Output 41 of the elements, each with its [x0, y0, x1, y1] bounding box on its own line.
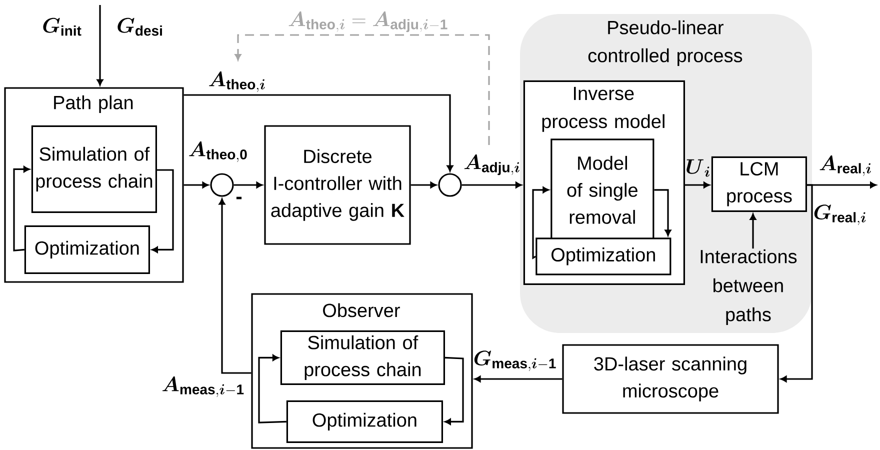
optimization-box: Optimization — [24, 225, 150, 274]
signal-label: $\boldsymbol{G}_{\mathbf{init}}$ — [43, 18, 82, 36]
edge-label: $\boldsymbol{G}_{\mathbf{meas},\boldsymbol{i}-\mathbf{1}}$ — [474, 350, 556, 372]
arrow — [184, 94, 454, 172]
signal-label: $\boldsymbol{G}_{\mathbf{desi}}$ — [118, 18, 162, 36]
summing-junction — [438, 173, 462, 197]
optimization-box: Optimization — [286, 400, 443, 443]
arrow — [462, 182, 522, 188]
signal-label: $\boldsymbol{G}_{\mathbf{real},\boldsymbol{i}}$ — [814, 204, 866, 226]
lcm-box: LCM process — [711, 156, 807, 212]
arrow — [152, 169, 174, 253]
edge-label: $\boldsymbol{A}_{\mathbf{theo},\boldsymbol{i}}$ — [209, 71, 265, 92]
arrow — [654, 189, 672, 236]
arrow — [234, 182, 262, 188]
edge-label: $\boldsymbol{A}_{\mathbf{adju},\boldsymbol{i}}$ — [464, 154, 520, 176]
simulation-box: Simulation of process chain — [280, 330, 445, 385]
simulation-box: Simulation of process chain — [31, 125, 157, 213]
summing-junction — [210, 173, 234, 197]
minus-sign: - — [236, 196, 242, 200]
microscope-box: 3D-laser scanning microscope — [562, 344, 779, 414]
arrow — [184, 182, 208, 188]
edge-label: $\boldsymbol{U}_{\boldsymbol{i}}$ — [686, 159, 710, 177]
edge-label: $\boldsymbol{A}_{\mathbf{theo},\boldsymbol{i}} = \boldsymbol{A}_{\mathbf{adju},\boldsymbol{i}-\mathbf{1}}$ — [286, 10, 450, 34]
edge-label: $\boldsymbol{A}_{\mathbf{meas},\boldsymbol{i}-\mathbf{1}}$ — [162, 376, 244, 398]
arrow — [474, 376, 562, 382]
edge-label: $\boldsymbol{A}_{\mathbf{theo},\mathbf{0}}$ — [189, 141, 247, 162]
arrow — [532, 186, 549, 260]
arrow — [258, 354, 286, 424]
edge-label: $\boldsymbol{A}_{\mathbf{real},\boldsymbol{i}}$ — [820, 155, 871, 176]
optimization-box: Optimization — [536, 238, 672, 276]
controller-box: Discrete I-controller with adaptive gain K — [264, 125, 411, 245]
arrow — [444, 356, 464, 425]
arrow — [218, 198, 252, 374]
arrow — [13, 166, 30, 252]
arrow — [780, 184, 813, 382]
arrow — [750, 214, 756, 249]
arrow — [410, 182, 436, 188]
annotation-text: Interactions between paths — [700, 249, 797, 326]
arrow — [96, 5, 104, 86]
arrow — [234, 34, 490, 145]
arrow — [685, 182, 710, 188]
